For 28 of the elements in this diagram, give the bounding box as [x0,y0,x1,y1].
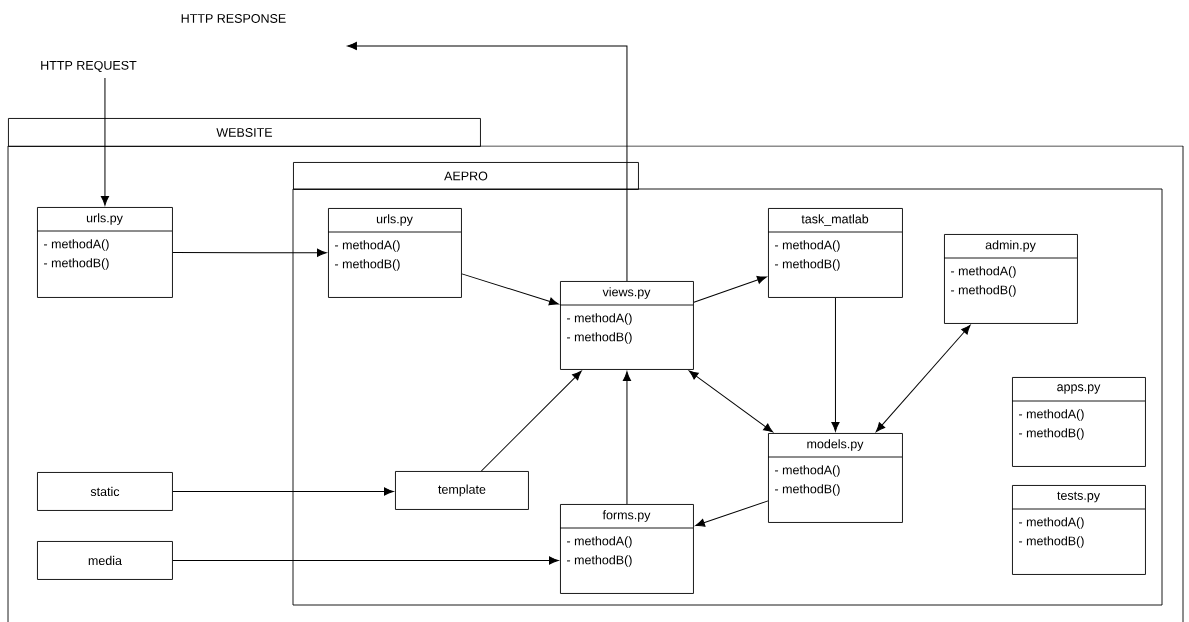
arrow [875,324,971,433]
class-box: apps.py - methodA() - methodB() [1011,377,1146,467]
request-label: HTTP RESPONSE [181,14,286,23]
arrow [622,371,632,505]
arrow [695,500,769,527]
folder-box: static [37,472,173,511]
arrow [172,248,327,257]
arrow [172,487,394,496]
class-box: admin.py - methodA() - methodB() [943,234,1078,324]
class-box: task_matlab - methodA() - methodB() [767,208,903,298]
arrow [831,297,840,432]
folder-box: media [37,541,173,580]
request-label: HTTP REQUEST [41,60,137,72]
class-box: views.py - methodA() - methodB() [559,281,694,370]
class-box: forms.py - methodA() - methodB() [559,504,694,594]
arrow [461,273,559,306]
node-label: AEPRO [444,171,488,181]
class-box: tests.py - methodA() - methodB() [1011,485,1146,575]
arrow [480,370,582,472]
folder-box: template [395,471,529,510]
arrow [100,77,110,206]
class-box: models.py - methodA() - methodB() [767,433,903,523]
class-box: urls.py - methodA() - methodB() [36,207,173,298]
arrow [347,41,628,282]
arrow [172,556,559,565]
class-box: urls.py - methodA() - methodB() [327,208,462,298]
arrow [688,370,774,433]
arrow [693,275,767,303]
